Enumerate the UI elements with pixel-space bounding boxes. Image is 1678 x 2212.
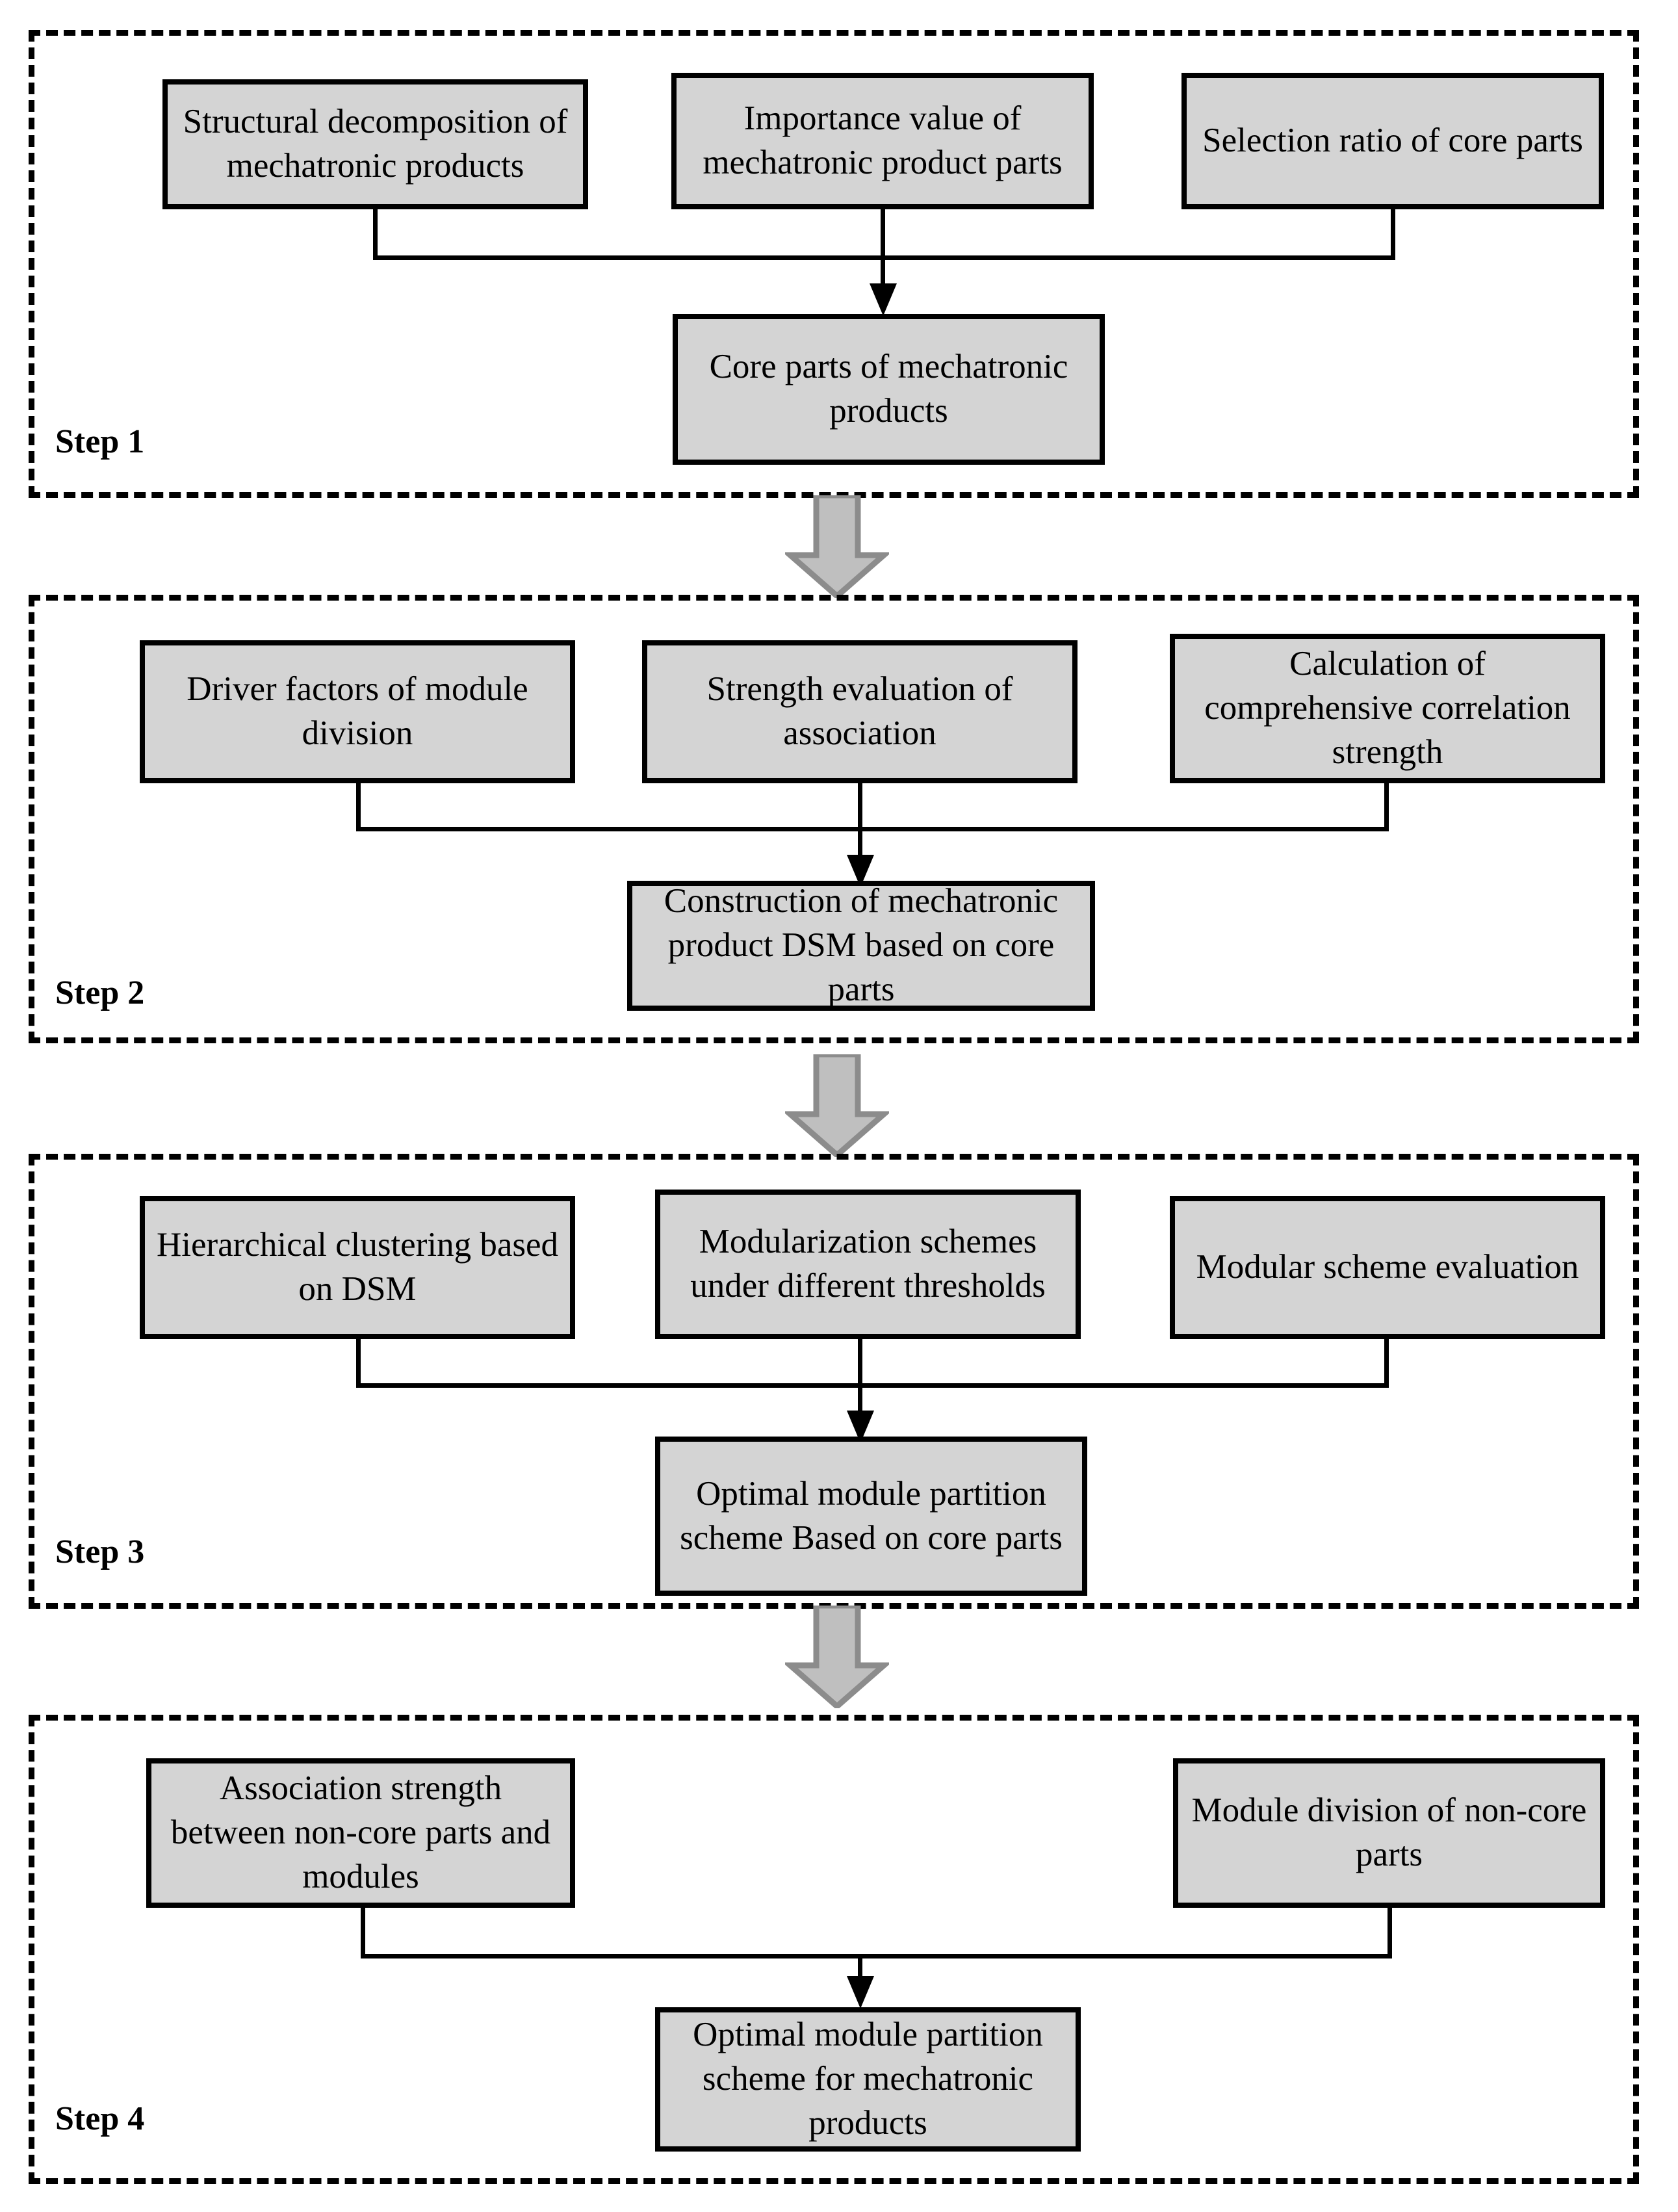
- step-4-input-2[interactable]: Module division of non-core parts: [1173, 1758, 1605, 1908]
- step-4-connector-right-drop: [1388, 1908, 1392, 1958]
- step-1-connector-left-drop: [373, 209, 378, 260]
- step-2-output-label: Construction of mechatronic product DSM …: [664, 882, 1059, 1008]
- step-4-input-1-label: Association strength between non-core pa…: [170, 1769, 551, 1895]
- step-3-input-2[interactable]: Modularization schemes under different t…: [655, 1190, 1081, 1339]
- step-3-connector-right-drop: [1384, 1339, 1389, 1388]
- step-1-arrow-head-icon: [870, 283, 897, 316]
- step-1-input-3[interactable]: Selection ratio of core parts: [1181, 73, 1604, 209]
- step-1-output[interactable]: Core parts of mechatronic products: [673, 314, 1105, 465]
- step-2-input-1-label: Driver factors of module division: [187, 670, 528, 752]
- step-3-connector-center-drop: [858, 1339, 862, 1437]
- step-3-output-label: Optimal module partition scheme Based on…: [680, 1474, 1063, 1557]
- step-4-output-label: Optimal module partition scheme for mech…: [693, 2016, 1043, 2142]
- step-1-input-3-label: Selection ratio of core parts: [1202, 122, 1583, 160]
- step-3-connector-bus: [356, 1383, 1389, 1388]
- step-2-connector-center-drop: [858, 783, 862, 881]
- step-4-input-2-label: Module division of non-core parts: [1191, 1791, 1587, 1873]
- step-3-input-2-label: Modularization schemes under different t…: [690, 1223, 1046, 1305]
- step-2-connector-bus: [356, 827, 1389, 831]
- step-2-output[interactable]: Construction of mechatronic product DSM …: [627, 881, 1095, 1011]
- step-4-connector-bus: [361, 1954, 1392, 1958]
- step-1-input-1[interactable]: Structural decomposition of mechatronic …: [162, 79, 588, 209]
- step-2-input-2[interactable]: Strength evaluation of association: [642, 640, 1078, 783]
- step-3-input-3-label: Modular scheme evaluation: [1196, 1248, 1579, 1286]
- step-3-input-1[interactable]: Hierarchical clustering based on DSM: [140, 1196, 575, 1339]
- step-1-connector-right-drop: [1391, 209, 1395, 260]
- block-arrow-step1-to-step2: [785, 495, 889, 598]
- step-3-label: Step 3: [55, 1533, 145, 1570]
- step-2-input-1[interactable]: Driver factors of module division: [140, 640, 575, 783]
- step-2-label: Step 2: [55, 974, 145, 1011]
- step-3-input-1-label: Hierarchical clustering based on DSM: [156, 1226, 559, 1308]
- step-1-connector-center-drop: [881, 209, 885, 310]
- step-2-input-2-label: Strength evaluation of association: [706, 670, 1013, 752]
- step-3-output[interactable]: Optimal module partition scheme Based on…: [655, 1437, 1087, 1596]
- step-1-output-label: Core parts of mechatronic products: [709, 348, 1068, 430]
- step-4-output[interactable]: Optimal module partition scheme for mech…: [655, 2007, 1081, 2152]
- block-arrow-step2-to-step3: [785, 1054, 889, 1157]
- block-arrow-step3-to-step4: [785, 1606, 889, 1708]
- step-2-connector-right-drop: [1384, 783, 1389, 831]
- step-4-input-1[interactable]: Association strength between non-core pa…: [146, 1758, 575, 1908]
- step-4-label: Step 4: [55, 2100, 145, 2137]
- step-1-label: Step 1: [55, 423, 145, 460]
- step-3-connector-left-drop: [356, 1339, 361, 1388]
- step-2-connector-left-drop: [356, 783, 361, 831]
- step-1-input-1-label: Structural decomposition of mechatronic …: [183, 103, 568, 185]
- step-2-input-3[interactable]: Calculation of comprehensive correlation…: [1170, 634, 1605, 783]
- step-4-container: [29, 1715, 1639, 2184]
- step-2-container: [29, 595, 1639, 1043]
- step-4-arrow-head-icon: [847, 1976, 874, 2009]
- step-2-input-3-label: Calculation of comprehensive correlation…: [1204, 645, 1571, 771]
- step-1-input-2-label: Importance value of mechatronic product …: [703, 99, 1063, 181]
- step-4-connector-left-drop: [361, 1908, 365, 1958]
- step-1-input-2[interactable]: Importance value of mechatronic product …: [671, 73, 1094, 209]
- step-3-input-3[interactable]: Modular scheme evaluation: [1170, 1196, 1605, 1339]
